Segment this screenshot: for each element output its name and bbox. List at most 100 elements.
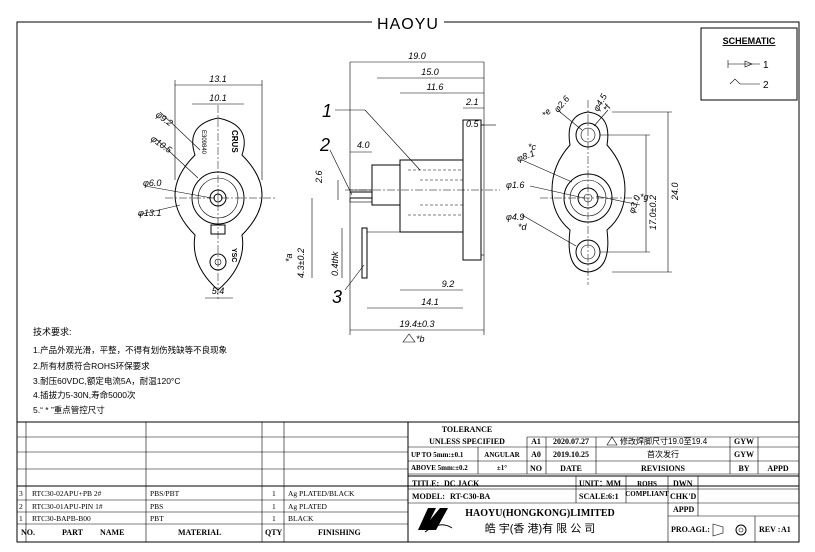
dim-front-phi9-2: φ9.2 bbox=[154, 109, 175, 128]
technical-notes: 技术要求: 1.产品外观光滑，平整，不得有划伤残缺等不良现象 2.所有材质符合R… bbox=[33, 326, 228, 415]
rev-value: A1 bbox=[781, 525, 791, 534]
note-4: 4.插拔力5-30N,寿命5000次 bbox=[33, 390, 136, 400]
chkd-label: CHK'D bbox=[670, 492, 696, 501]
tol-above: ABOVE 5mm:±0.2 bbox=[411, 464, 468, 472]
rev-h-revisions: REVISIONS bbox=[641, 464, 686, 473]
bom-h-name: NAME bbox=[100, 528, 124, 537]
revision-row: A1 2020.07.27 修改焊脚尺寸19.0至19.4 GYW bbox=[531, 436, 754, 446]
bom-no: 2 bbox=[19, 502, 23, 511]
bom-part: RTC30-02APU+PB 2# bbox=[32, 489, 102, 498]
model-value: RT-C30-BA bbox=[450, 492, 491, 501]
rev-by: GYW bbox=[734, 437, 754, 446]
bom-no: 1 bbox=[19, 514, 23, 523]
bom-material: PBS bbox=[150, 502, 163, 511]
tol-angular: ANGULAR bbox=[484, 451, 520, 459]
schematic-pin2: 2 bbox=[763, 80, 769, 91]
tol-angular-val: ±1° bbox=[497, 464, 507, 472]
dim-rear-f: *f bbox=[601, 102, 613, 113]
dim-rear-phi4-9: φ4.9 bbox=[506, 212, 524, 222]
brand-header: HAOYU bbox=[377, 16, 439, 33]
mark-cru: CRUS bbox=[230, 130, 239, 153]
dim-rear-24: 24.0 bbox=[670, 182, 680, 201]
bom-qty: 1 bbox=[272, 489, 276, 498]
dim-rear-17: 17.0±0.2 bbox=[648, 195, 658, 230]
dim-side-11-6: 11.6 bbox=[427, 82, 444, 92]
bom-finishing: Ag PLATED/BLACK bbox=[288, 489, 355, 498]
rev-h-date: DATE bbox=[560, 464, 582, 473]
scale-label: SCALE: bbox=[579, 492, 608, 501]
dim-side-19: 19.0 bbox=[408, 51, 426, 61]
bom-h-no: NO. bbox=[21, 528, 35, 537]
bom-h-finishing: FINISHING bbox=[318, 528, 361, 537]
notes-title: 技术要求: bbox=[33, 326, 72, 337]
tol-up-to: UP TO 5mm:±0.1 bbox=[411, 451, 464, 459]
dim-side-0-5: 0.5 bbox=[466, 119, 480, 129]
bom-row: 3 RTC30-02APU+PB 2# PBS/PBT 1 Ag PLATED/… bbox=[19, 489, 355, 498]
tol-title: TOLERANCE bbox=[442, 425, 493, 434]
dim-side-9-2: 9.2 bbox=[442, 279, 455, 289]
schematic-pin1: 1 bbox=[763, 60, 769, 71]
company-logo bbox=[418, 508, 453, 533]
callout-1: 1 bbox=[322, 101, 332, 121]
model-label: MODEL: bbox=[412, 492, 445, 501]
rev-code: A0 bbox=[531, 450, 541, 459]
proj-angle-label: PRO.AGL: bbox=[671, 525, 710, 534]
dim-front-10-1: 10.1 bbox=[209, 93, 227, 103]
bom-h-part: PART bbox=[62, 528, 84, 537]
revision-row: A0 2019.10.25 首次发行 GYW bbox=[531, 449, 754, 459]
dim-front-13-1: 13.1 bbox=[209, 74, 227, 84]
dim-side-a: *a bbox=[284, 253, 294, 262]
dim-side-b: *b bbox=[416, 334, 425, 344]
dim-side-2-1: 2.1 bbox=[465, 97, 479, 107]
dim-rear-phi1-6: φ1.6 bbox=[506, 180, 524, 190]
rev-h-appd: APPD bbox=[767, 464, 789, 473]
schematic-title: SCHEMATIC bbox=[723, 36, 776, 46]
dim-side-15: 15.0 bbox=[421, 67, 439, 77]
note-5: 5.“ * ”重点管控尺寸 bbox=[33, 405, 105, 415]
front-view: 13.1 10.1 φ9.2 φ10.5 φ6.0 φ13.1 5.4 CRUS… bbox=[137, 74, 275, 300]
unit-label: UNIT： bbox=[579, 479, 607, 488]
mark-cert: E309840 bbox=[200, 130, 206, 155]
bom-no: 3 bbox=[19, 489, 23, 498]
unit-value: MM bbox=[606, 479, 622, 488]
rev-date: 2020.07.27 bbox=[553, 437, 589, 446]
bom-material: PBT bbox=[150, 514, 164, 523]
dim-side-4: 4.0 bbox=[357, 140, 370, 150]
dim-front-phi6: φ6.0 bbox=[143, 178, 161, 188]
dim-side-4-3: 4.3±0.2 bbox=[296, 248, 306, 278]
rev-h-no: NO bbox=[530, 464, 542, 473]
note-1: 1.产品外观光滑，平整，不得有划伤残缺等不良现象 bbox=[33, 345, 228, 355]
dim-front-phi13-1: φ13.1 bbox=[138, 208, 161, 218]
dim-side-14-1: 14.1 bbox=[421, 297, 439, 307]
mark-ysc: YSC bbox=[230, 248, 237, 262]
dim-front-5-4: 5.4 bbox=[212, 286, 225, 296]
rohs-label: ROHS bbox=[637, 480, 657, 488]
bom-h-qty: QTY bbox=[265, 528, 283, 537]
bom-qty: 1 bbox=[272, 502, 276, 511]
bom-row: 1 RTC30-BAPB-B00 PBT 1 BLACK bbox=[19, 514, 314, 523]
company-cn: 皓 宇(香 港)有 限 公 司 bbox=[485, 521, 596, 535]
bom-finishing: Ag PLATED bbox=[288, 502, 328, 511]
schematic-box: SCHEMATIC 1 2 bbox=[700, 27, 798, 101]
callout-2: 2 bbox=[319, 135, 330, 155]
dim-rear-g: *g bbox=[640, 192, 649, 202]
rev-desc: 首次发行 bbox=[647, 449, 679, 459]
dim-side-19-4: 19.4±0.3 bbox=[400, 319, 435, 329]
bom-row: 2 RTC30-01APU-PIN 1# PBS 1 Ag PLATED bbox=[19, 502, 328, 511]
scale-value: 6:1 bbox=[608, 492, 619, 501]
side-view: 19.0 15.0 11.6 2.1 0.5 4.0 2.6 4.3±0.2 *… bbox=[284, 51, 500, 344]
rev-by: GYW bbox=[734, 450, 754, 459]
note-3: 3.耐压60VDC,额定电流5A，耐温120°C bbox=[33, 376, 180, 386]
note-2: 2.所有材质符合ROHS环保要求 bbox=[33, 361, 150, 371]
callout-3: 3 bbox=[332, 287, 342, 307]
bom-h-material: MATERIAL bbox=[178, 528, 221, 537]
dim-rear-c: *c bbox=[528, 142, 537, 152]
bom-part: RTC30-01APU-PIN 1# bbox=[32, 502, 103, 511]
dim-rear-phi2-6: φ2.6 bbox=[552, 94, 571, 115]
dim-rear-d: *d bbox=[518, 222, 528, 232]
rev-desc: 修改焊脚尺寸19.0至19.4 bbox=[620, 436, 708, 446]
bom-material: PBS/PBT bbox=[150, 489, 180, 498]
bom-finishing: BLACK bbox=[288, 514, 314, 523]
bom-part: RTC30-BAPB-B00 bbox=[32, 514, 91, 523]
